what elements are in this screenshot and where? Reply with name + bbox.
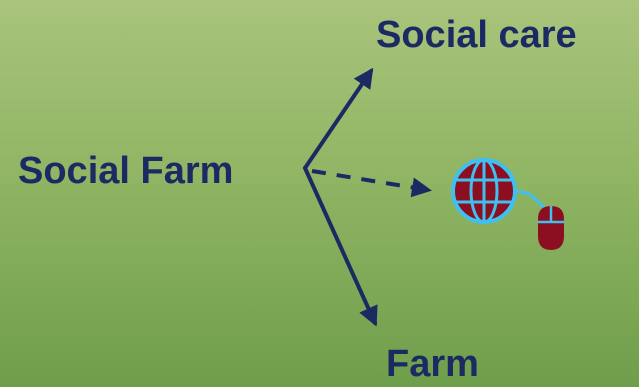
arrow-to-globe-icon: [311, 169, 432, 198]
globe-mouse-icon: [451, 158, 564, 250]
arrow-to-farm: [303, 166, 378, 327]
arrow-to-social-care: [303, 67, 374, 170]
source-label: Social Farm: [18, 150, 234, 192]
target-label-farm: Farm: [386, 343, 479, 385]
target-label-social-care: Social care: [376, 14, 577, 56]
